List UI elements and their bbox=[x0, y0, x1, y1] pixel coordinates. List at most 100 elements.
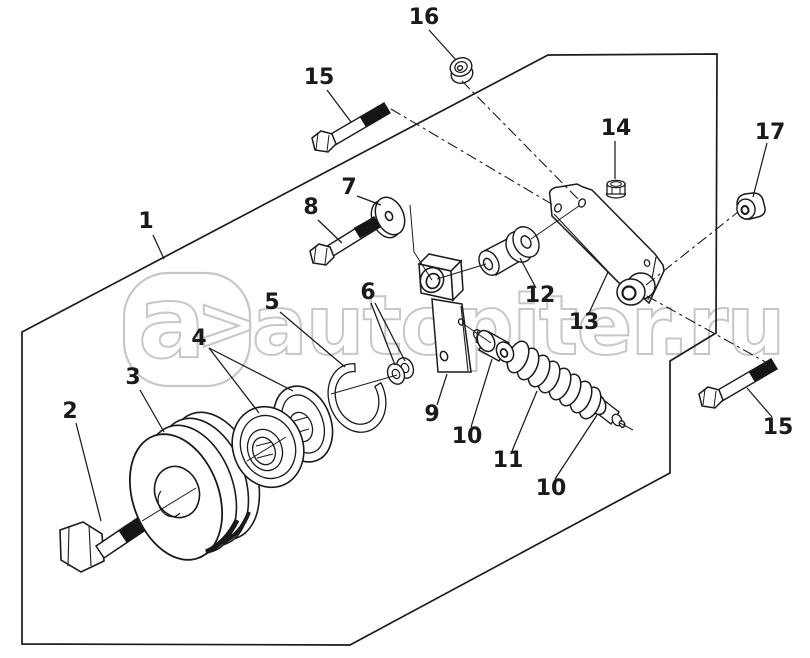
callout-9: 9 bbox=[424, 402, 439, 427]
part-shape bbox=[359, 102, 391, 128]
center-line bbox=[141, 487, 197, 522]
part-shape bbox=[327, 363, 387, 433]
part-shape bbox=[456, 65, 464, 71]
callout-leader-4 bbox=[208, 347, 294, 392]
part-shape bbox=[326, 134, 330, 152]
callout-leader-11 bbox=[511, 390, 538, 452]
part-shape bbox=[457, 318, 465, 326]
callout-17: 17 bbox=[755, 120, 786, 145]
part-shape bbox=[476, 329, 496, 353]
callout-leader-16 bbox=[428, 29, 457, 61]
part-shape bbox=[255, 441, 273, 447]
callout-2: 2 bbox=[62, 399, 77, 424]
callout-leader-2 bbox=[75, 422, 102, 522]
center-line bbox=[436, 263, 487, 280]
part-shape bbox=[67, 526, 70, 567]
part-shape bbox=[748, 358, 778, 383]
part-shape bbox=[246, 428, 284, 472]
part-shape bbox=[460, 305, 469, 372]
part-shape bbox=[311, 130, 337, 153]
callout-3: 3 bbox=[125, 365, 140, 390]
center-line bbox=[330, 374, 398, 395]
boundary-outline bbox=[21, 53, 718, 646]
part-shape bbox=[324, 247, 328, 265]
part-shape bbox=[384, 210, 394, 222]
callout-7: 7 bbox=[341, 175, 356, 200]
callout-leader-12 bbox=[519, 257, 537, 289]
part-shape bbox=[702, 388, 706, 406]
callout-12: 12 bbox=[525, 283, 556, 308]
center-line bbox=[390, 108, 556, 207]
part-shape bbox=[616, 278, 646, 306]
callout-10: 10 bbox=[536, 476, 567, 501]
part-shape bbox=[425, 272, 441, 290]
part-shape bbox=[439, 350, 449, 362]
callout-leader-1 bbox=[152, 234, 165, 260]
part-shape bbox=[499, 348, 509, 358]
watermark-logo-box bbox=[122, 271, 252, 388]
part-shape bbox=[293, 416, 309, 422]
part-shape bbox=[495, 341, 515, 363]
callout-leader-13 bbox=[588, 271, 609, 314]
part-shape bbox=[59, 521, 105, 573]
part-shape bbox=[610, 181, 622, 187]
callout-leader-15 bbox=[746, 387, 773, 418]
part-shape bbox=[713, 390, 717, 408]
callout-leader-6 bbox=[374, 302, 406, 362]
callout-6: 6 bbox=[360, 280, 375, 305]
part-shape bbox=[736, 198, 756, 220]
callout-1: 1 bbox=[138, 209, 153, 234]
callout-16: 16 bbox=[409, 5, 440, 30]
callout-4: 4 bbox=[191, 326, 206, 351]
part-shape bbox=[153, 465, 201, 519]
part-shape bbox=[553, 213, 618, 282]
part-shape bbox=[577, 198, 587, 208]
part-shape bbox=[621, 285, 637, 301]
center-line bbox=[409, 204, 433, 281]
part-shape bbox=[353, 216, 381, 239]
callout-leader-3 bbox=[139, 389, 165, 433]
callout-15: 15 bbox=[304, 65, 335, 90]
part-shape bbox=[391, 368, 401, 380]
center-line bbox=[461, 80, 581, 202]
callout-leader-8 bbox=[317, 219, 343, 244]
part-shape bbox=[374, 196, 406, 236]
callout-leader-17 bbox=[752, 142, 768, 198]
callout-14: 14 bbox=[601, 116, 632, 141]
callout-11: 11 bbox=[493, 448, 524, 473]
center-line bbox=[461, 322, 492, 344]
callout-8: 8 bbox=[303, 195, 318, 220]
callout-leader-10 bbox=[470, 358, 493, 428]
callout-13: 13 bbox=[569, 310, 600, 335]
part-shape bbox=[449, 57, 473, 77]
part-shape bbox=[740, 205, 750, 215]
callout-leader-9 bbox=[436, 373, 448, 406]
part-shape bbox=[239, 414, 297, 480]
callout-5: 5 bbox=[264, 290, 279, 315]
callout-leader-10 bbox=[554, 414, 598, 480]
part-shape bbox=[313, 245, 317, 263]
part-shape bbox=[431, 298, 472, 373]
callout-leader-4 bbox=[208, 347, 260, 414]
watermark-logo-a: a bbox=[138, 264, 205, 381]
callout-15: 15 bbox=[763, 415, 794, 440]
center-line bbox=[530, 205, 580, 240]
center-line bbox=[645, 211, 739, 286]
part-shape bbox=[553, 203, 563, 213]
part-shape bbox=[221, 511, 251, 545]
part-shape bbox=[482, 257, 494, 271]
center-line bbox=[646, 295, 770, 365]
part-shape bbox=[256, 453, 274, 459]
part-shape bbox=[315, 132, 319, 151]
callout-leader-6 bbox=[370, 302, 396, 366]
part-shape bbox=[157, 490, 181, 518]
part-shape bbox=[520, 235, 532, 249]
part-shape bbox=[204, 518, 240, 555]
part-shape bbox=[512, 226, 540, 258]
part-shape bbox=[643, 259, 651, 267]
callout-10: 10 bbox=[452, 424, 483, 449]
watermark-logo-gt: > bbox=[196, 281, 258, 367]
callout-leader-5 bbox=[279, 311, 346, 368]
